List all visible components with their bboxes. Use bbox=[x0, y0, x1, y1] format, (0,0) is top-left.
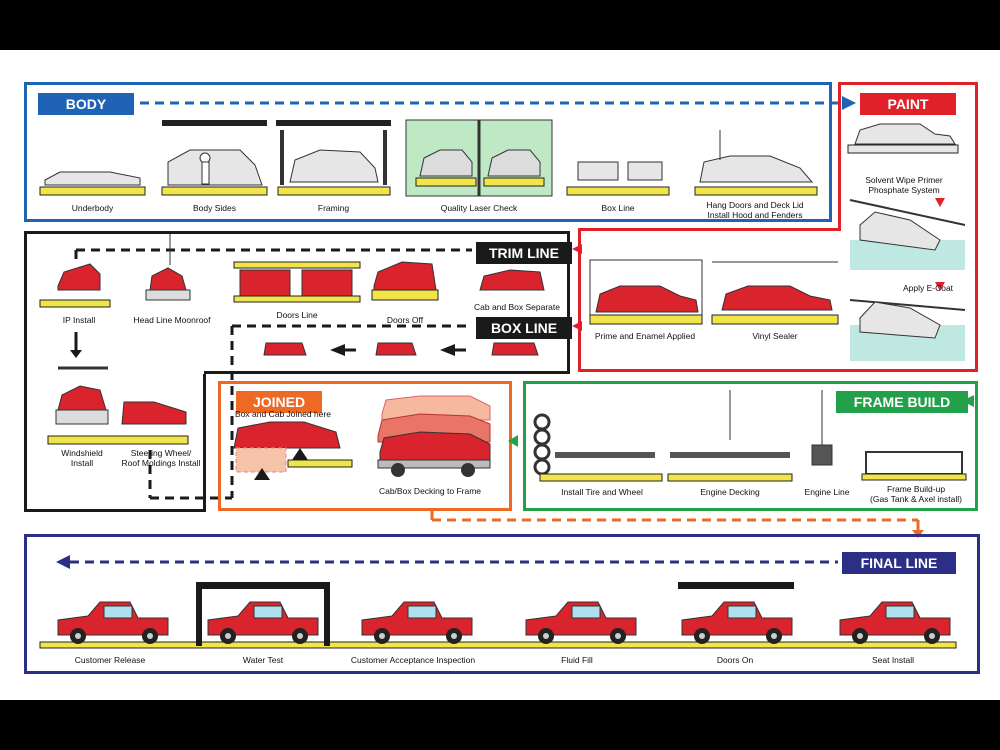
frame-stations-label: Install Tire and Wheel bbox=[561, 487, 643, 497]
paint-stations-label: Prime and Enamel Applied bbox=[594, 331, 696, 341]
trim-stations-label: Windshield Install bbox=[61, 448, 103, 468]
body-title: BODY bbox=[38, 93, 134, 115]
body-stations-label: Quality Laser Check bbox=[440, 203, 518, 213]
joined-title: JOINED bbox=[236, 391, 322, 413]
frame-section bbox=[523, 381, 978, 511]
body-section bbox=[24, 82, 832, 222]
frame-build-title: FRAME BUILD bbox=[836, 391, 968, 413]
body-stations-label: Hang Doors and Deck Lid Install Hood and… bbox=[706, 200, 804, 220]
box-line-title: BOX LINE bbox=[476, 317, 572, 339]
trim-section-step bbox=[204, 371, 570, 374]
trim-illustrations bbox=[39, 234, 545, 500]
body-stations-label: Framing bbox=[317, 203, 350, 213]
frame-stations-label: Engine Decking bbox=[700, 487, 760, 497]
trim-section-lower bbox=[24, 374, 206, 512]
body-stations-label: Body Sides bbox=[193, 203, 236, 213]
paint-title: PAINT bbox=[860, 93, 956, 115]
trim-stations-label: Head Line Moonroof bbox=[133, 315, 211, 325]
paint-section-connector bbox=[578, 228, 841, 231]
joined-illustrations bbox=[233, 395, 518, 480]
joined-stations-label: Box and Cab Joined here bbox=[235, 409, 331, 419]
pickup-truck-5 bbox=[681, 601, 793, 644]
pickup-truck-2 bbox=[207, 601, 319, 644]
trim-stations-label: Doors Off bbox=[386, 315, 424, 325]
joined-stations-label: Cab/Box Decking to Frame bbox=[378, 486, 482, 496]
pickup-truck-4 bbox=[525, 601, 637, 644]
final-stations-label: Doors On bbox=[716, 655, 754, 665]
trim-stations-label: Cab and Box Separate bbox=[473, 302, 560, 312]
final-stations-label: Customer Acceptance Inspection bbox=[350, 655, 476, 665]
paint-illustrations bbox=[572, 123, 966, 361]
pickup-truck-1 bbox=[57, 601, 169, 644]
final-stations-label: Water Test bbox=[242, 655, 284, 665]
paint-stations-label: Vinyl Sealer bbox=[752, 331, 798, 341]
body-line-illustrations bbox=[39, 119, 818, 197]
trim-line-title: TRIM LINE bbox=[476, 242, 572, 264]
final-line-trucks bbox=[57, 601, 951, 644]
frame-stations-label: Engine Line bbox=[804, 487, 850, 497]
body-stations-label: Box Line bbox=[601, 203, 635, 213]
trim-section bbox=[24, 231, 570, 374]
paint-section-lower bbox=[578, 230, 978, 372]
body-stations-label: Underbody bbox=[71, 203, 114, 213]
frame-illustrations bbox=[533, 390, 974, 482]
joined-section bbox=[218, 381, 512, 511]
body-to-paint-arrow bbox=[140, 96, 856, 110]
final-line-title: FINAL LINE bbox=[842, 552, 956, 574]
paint-stations-label: Solvent Wipe Primer Phosphate System bbox=[865, 175, 943, 195]
pickup-truck-3 bbox=[361, 601, 473, 644]
pickup-truck-6 bbox=[839, 601, 951, 644]
final-stations-label: Seat Install bbox=[871, 655, 915, 665]
frame-stations-label: Frame Build-up (Gas Tank & Axel install) bbox=[870, 484, 962, 504]
paint-section bbox=[838, 82, 978, 230]
final-section bbox=[24, 534, 980, 674]
final-illustrations bbox=[39, 555, 957, 649]
trim-stations-label: IP Install bbox=[62, 315, 96, 325]
trim-stations-label: Doors Line bbox=[276, 310, 318, 320]
final-stations-label: Fluid Fill bbox=[561, 655, 593, 665]
trim-stations-label: Steering Wheel/ Roof Moldings Install bbox=[121, 448, 201, 468]
final-stations-label: Customer Release bbox=[74, 655, 146, 665]
paint-stations-label: Apply E-Coat bbox=[902, 283, 954, 293]
